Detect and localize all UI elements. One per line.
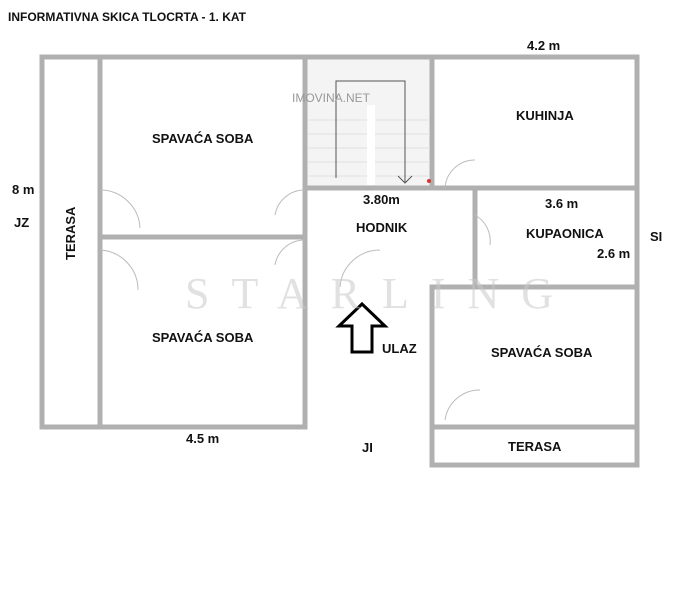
entrance-label: ULAZ — [382, 341, 417, 356]
room-terasa-bottom: TERASA — [508, 439, 562, 454]
room-bedroom-2: SPAVAĆA SOBA — [152, 330, 254, 345]
top-width-label: 4.2 m — [527, 38, 561, 53]
room-bedroom-1: SPAVAĆA SOBA — [152, 131, 254, 146]
entrance-arrow — [335, 301, 389, 354]
starling-watermark: STARLING — [185, 269, 576, 318]
orientation-ji: JI — [362, 440, 373, 455]
bottom-width-label: 4.5 m — [186, 431, 220, 446]
stair-width-label: 3.80m — [363, 192, 400, 207]
room-bathroom: KUPAONICA — [526, 226, 604, 241]
left-height-label: 8 m — [12, 182, 35, 197]
room-terasa-left: TERASA — [63, 206, 78, 260]
imovina-watermark: IMOVINA.NET — [292, 91, 371, 105]
orientation-jz: JZ — [14, 215, 30, 230]
page-title: INFORMATIVNA SKICA TLOCRTA - 1. KAT — [8, 10, 246, 24]
room-kitchen: KUHINJA — [516, 108, 574, 123]
orientation-si: SI — [650, 229, 663, 244]
bath-height-label: 2.6 m — [597, 246, 631, 261]
room-bedroom-3: SPAVAĆA SOBA — [491, 345, 593, 360]
bath-width-label: 3.6 m — [545, 196, 579, 211]
room-hall: HODNIK — [356, 220, 408, 235]
